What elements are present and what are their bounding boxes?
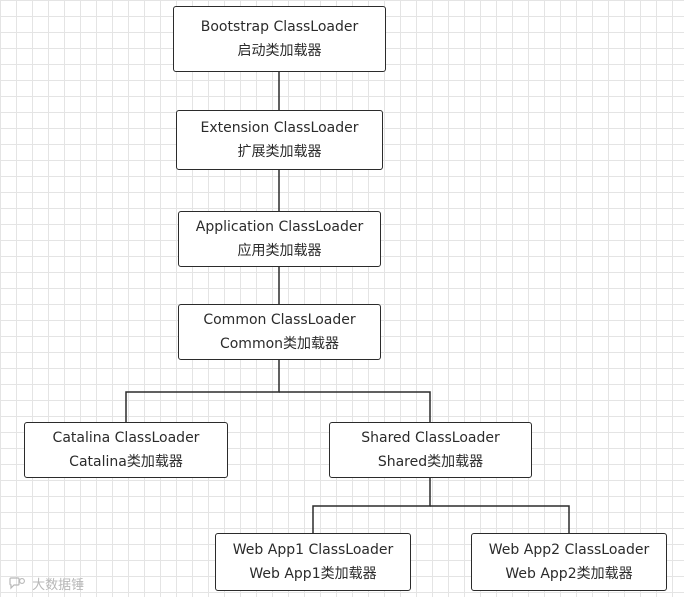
node-name: Extension ClassLoader bbox=[200, 120, 359, 136]
watermark: 大数据锤 bbox=[8, 574, 84, 593]
node-desc: 应用类加载器 bbox=[237, 243, 322, 259]
edge-shared-webapp1 bbox=[312, 478, 431, 533]
node-name: Bootstrap ClassLoader bbox=[200, 19, 359, 35]
webapp2-classloader-node: Web App2 ClassLoader Web App2类加载器 bbox=[471, 533, 667, 591]
node-name: Web App2 ClassLoader bbox=[488, 542, 650, 558]
webapp1-classloader-node: Web App1 ClassLoader Web App1类加载器 bbox=[215, 533, 411, 591]
bootstrap-classloader-node: Bootstrap ClassLoader 启动类加载器 bbox=[173, 6, 386, 72]
node-desc: Web App1类加载器 bbox=[249, 566, 377, 582]
common-classloader-node: Common ClassLoader Common类加载器 bbox=[178, 304, 381, 360]
node-desc: 扩展类加载器 bbox=[237, 144, 322, 160]
node-name: Web App1 ClassLoader bbox=[232, 542, 394, 558]
node-name: Shared ClassLoader bbox=[361, 430, 500, 446]
shared-classloader-node: Shared ClassLoader Shared类加载器 bbox=[329, 422, 532, 478]
node-desc: Web App2类加载器 bbox=[505, 566, 633, 582]
edge-common-shared bbox=[279, 391, 431, 422]
node-desc: Catalina类加载器 bbox=[69, 454, 183, 470]
catalina-classloader-node: Catalina ClassLoader Catalina类加载器 bbox=[24, 422, 228, 478]
watermark-text: 大数据锤 bbox=[32, 578, 85, 593]
edge-common-catalina bbox=[125, 360, 280, 422]
node-desc: Shared类加载器 bbox=[377, 454, 484, 470]
node-desc: 启动类加载器 bbox=[237, 43, 322, 59]
node-desc: Common类加载器 bbox=[219, 336, 340, 352]
extension-classloader-node: Extension ClassLoader 扩展类加载器 bbox=[176, 110, 383, 170]
edge-shared-webapp2 bbox=[430, 505, 570, 533]
application-classloader-node: Application ClassLoader 应用类加载器 bbox=[178, 211, 381, 267]
chat-bubble-icon bbox=[8, 577, 26, 593]
node-name: Application ClassLoader bbox=[195, 219, 364, 235]
node-name: Common ClassLoader bbox=[203, 312, 356, 328]
node-name: Catalina ClassLoader bbox=[52, 430, 200, 446]
